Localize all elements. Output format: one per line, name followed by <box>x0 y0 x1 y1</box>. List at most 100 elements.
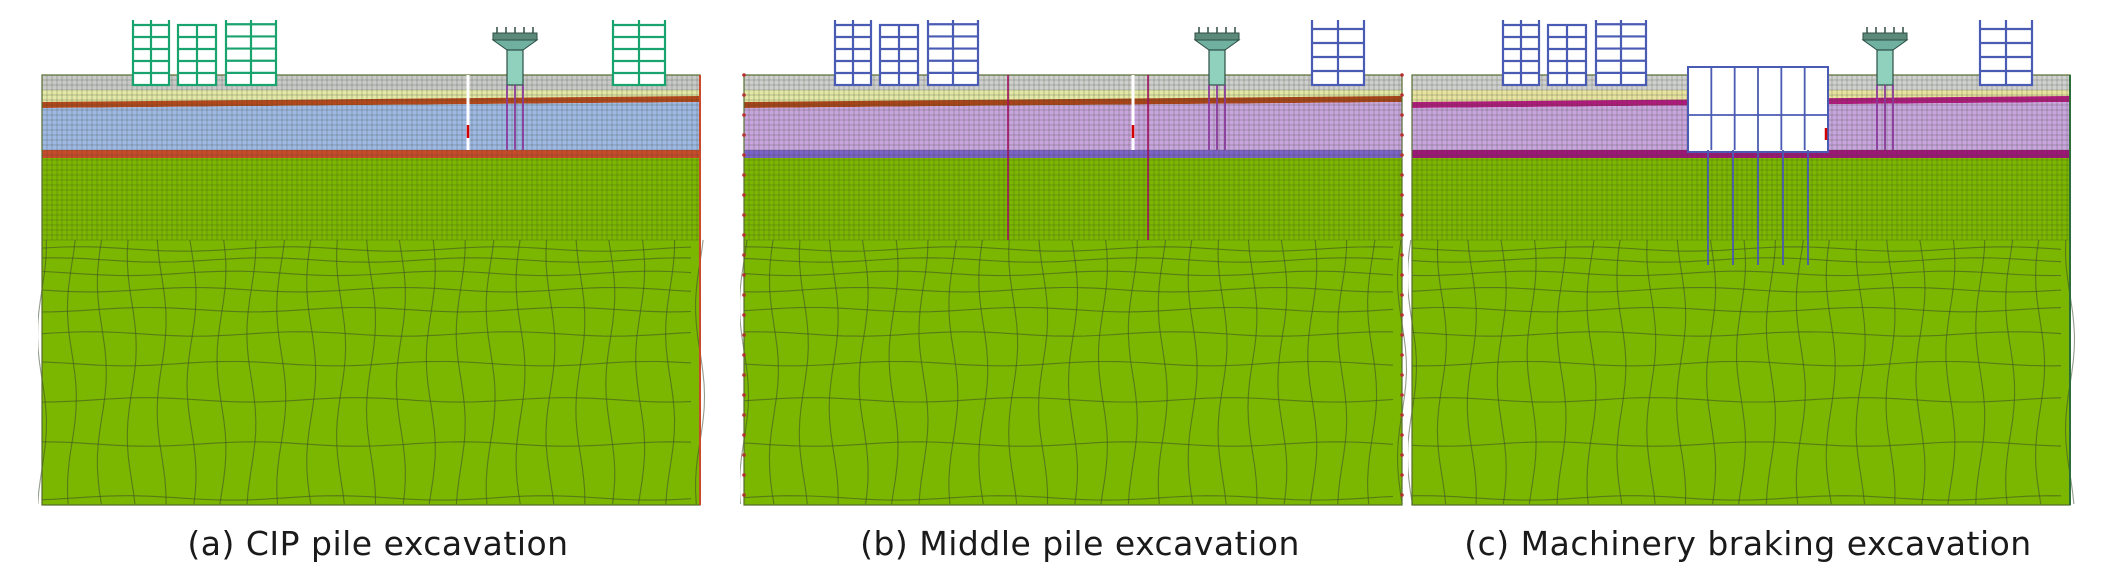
boundary-node-right <box>1400 233 1404 237</box>
boundary-node-left <box>742 233 746 237</box>
mesh-row-line <box>41 246 692 252</box>
mesh-col-line <box>918 239 929 505</box>
boundary-node-left <box>742 293 746 297</box>
building-left-2 <box>878 23 920 87</box>
mesh-col-line <box>1247 239 1258 505</box>
building-left-1 <box>131 20 171 87</box>
mesh-col-line <box>455 239 466 505</box>
bridge-pier <box>491 27 539 150</box>
boundary-node-right <box>1400 353 1404 357</box>
bridge-pier-head <box>1193 39 1241 51</box>
caption-b: (b) Middle pile excavation <box>860 524 1300 563</box>
mesh-col-line <box>1586 239 1597 505</box>
boundary-node-right <box>1400 193 1404 197</box>
bridge-pier-cap <box>1194 32 1240 41</box>
mesh-row-line <box>1411 246 2062 252</box>
mesh-col-line <box>1466 239 1477 505</box>
mesh-row-line <box>41 306 692 313</box>
mesh-col-line <box>336 239 347 505</box>
mesh-col-line <box>545 239 556 505</box>
mesh-col-line <box>66 239 77 505</box>
boundary-node-left <box>742 153 746 157</box>
boundary-node-left <box>742 453 746 457</box>
mesh-col-line <box>605 239 616 505</box>
bridge-pier-column <box>1208 49 1226 86</box>
caption-a: (a) CIP pile excavation <box>187 524 569 563</box>
mesh-row-line <box>41 495 692 501</box>
mesh-row-line <box>1411 441 2062 447</box>
boundary-node-left <box>742 193 746 197</box>
bridge-pier-head <box>1861 39 1909 51</box>
mesh-col-line <box>695 239 706 505</box>
mesh-col-line <box>1646 239 1657 505</box>
building-right <box>1978 20 2034 87</box>
boundary-node-right <box>1400 113 1404 117</box>
boundary-node-left <box>742 133 746 137</box>
mesh-row-line <box>41 270 692 277</box>
bridge-pier <box>1861 27 1909 150</box>
panel-b: (b) Middle pile excavation <box>740 0 1420 588</box>
mesh-col-line <box>1765 239 1776 505</box>
mesh-col-line <box>768 239 779 505</box>
soil-layer-band <box>1412 150 2070 158</box>
mesh-row-line <box>1411 397 2062 403</box>
mesh-col-line <box>2005 239 2016 505</box>
mesh-col-line <box>276 239 287 505</box>
building-left-2 <box>1546 23 1588 87</box>
boundary-node-right <box>1400 213 1404 217</box>
boundary-node-right <box>1400 313 1404 317</box>
mesh-col-line <box>1307 239 1318 505</box>
mesh-col-line <box>1436 239 1447 505</box>
boundary-node-left <box>742 113 746 117</box>
building-right <box>611 20 667 87</box>
mesh-col-line <box>1825 239 1836 505</box>
mesh-col-line <box>948 239 959 505</box>
boundary-node-left <box>742 313 746 317</box>
boundary-node-left <box>742 273 746 277</box>
soil-layer-deep <box>744 158 1402 505</box>
mesh-col-line <box>828 239 839 504</box>
mesh-col-line <box>216 239 227 505</box>
mesh-col-line <box>1915 239 1926 505</box>
mesh-col-line <box>38 239 48 505</box>
mesh-col-line <box>635 239 646 505</box>
building-left-2 <box>176 23 218 87</box>
building-right <box>1310 20 1366 87</box>
mesh-col-line <box>575 239 586 505</box>
mesh-row-line <box>1411 306 2062 313</box>
mesh-col-line <box>425 239 436 505</box>
mesh-col-line <box>1496 239 1507 505</box>
mesh-row-line <box>41 441 692 447</box>
mesh-row-line <box>743 270 1394 277</box>
mesh-row-line <box>743 246 1394 252</box>
mesh-col-line <box>2035 239 2046 505</box>
mesh-col-line <box>306 239 317 505</box>
mesh-row-line <box>1411 331 2062 337</box>
mesh-col-line <box>1396 239 1408 505</box>
mesh-col-line <box>1277 239 1288 505</box>
boundary-node-right <box>1400 493 1404 497</box>
building-left-3 <box>926 20 980 87</box>
mesh-col-line <box>1616 239 1627 505</box>
mesh-row-line <box>743 331 1394 337</box>
soil-layer-band <box>744 150 1402 158</box>
mesh-col-line <box>978 239 989 505</box>
mesh-col-line <box>1975 239 1986 505</box>
mesh-border <box>743 74 1403 506</box>
mesh-col-line <box>1885 239 1896 505</box>
bridge-pier-cap <box>1862 32 1908 41</box>
mesh-col-line <box>1097 239 1108 505</box>
fem-mesh-panel-c <box>1408 20 2076 506</box>
mesh-col-line <box>1676 239 1687 505</box>
fem-mesh-panel-b <box>740 20 1408 506</box>
bridge-pier <box>1193 27 1241 150</box>
boundary-node-right <box>1400 453 1404 457</box>
mesh-row-line <box>743 306 1394 313</box>
boundary-node-right <box>1400 333 1404 337</box>
mesh-col-line <box>1367 239 1378 505</box>
building-left-3 <box>1594 20 1648 87</box>
mesh-col-line <box>126 239 137 505</box>
boundary-node-left <box>742 333 746 337</box>
boundary-node-left <box>742 473 746 477</box>
boundary-node-left <box>742 373 746 377</box>
